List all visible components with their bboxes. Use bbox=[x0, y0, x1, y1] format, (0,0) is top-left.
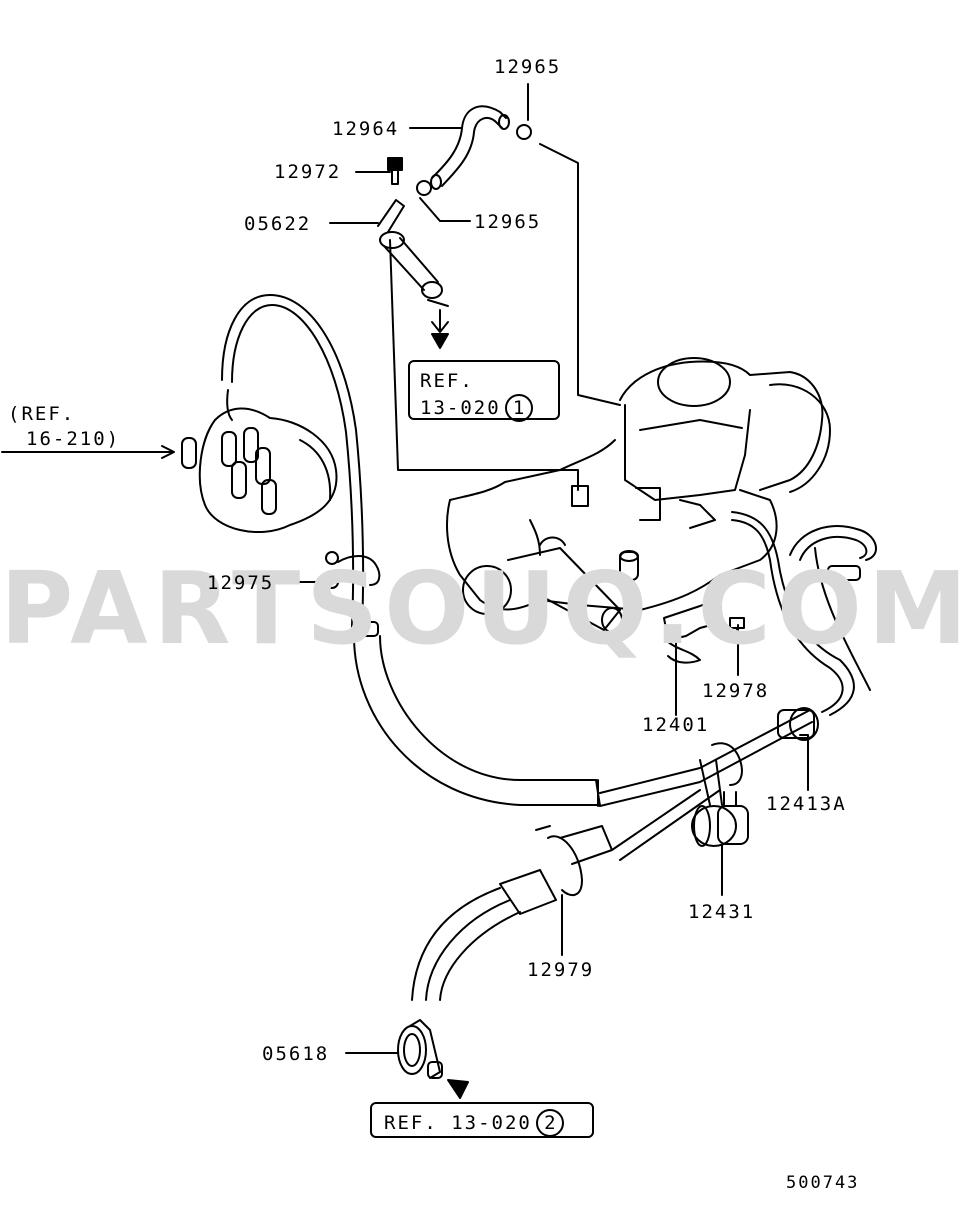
part-label-12413A: 12413A bbox=[766, 793, 847, 815]
ref-circle-1: 1 bbox=[504, 394, 533, 422]
hose-harness-12413A bbox=[699, 511, 877, 806]
hose-12964 bbox=[430, 105, 510, 190]
ref-label-16-210-line1: (REF. bbox=[8, 403, 76, 425]
part-label-12431: 12431 bbox=[688, 901, 756, 923]
part-label-12965-top: 12965 bbox=[494, 56, 562, 78]
ref-circle-2: 2 bbox=[535, 1109, 564, 1137]
part-label-05622: 05622 bbox=[244, 213, 312, 235]
fitting-05618 bbox=[397, 1019, 443, 1079]
carburetor-assembly bbox=[446, 357, 831, 633]
part-label-12401: 12401 bbox=[642, 714, 710, 736]
ref-label-16-210-line2: 16-210) bbox=[26, 428, 121, 450]
distributor bbox=[181, 389, 338, 533]
diagram-code: 500743 bbox=[786, 1173, 860, 1193]
vacuum-hose-long bbox=[221, 294, 813, 807]
valve-12431 bbox=[691, 791, 749, 847]
tube-12979 bbox=[411, 779, 721, 1001]
part-label-12965-lower: 12965 bbox=[474, 211, 542, 233]
part-label-12979: 12979 bbox=[527, 959, 595, 981]
ref-box-1-line1: REF. bbox=[420, 370, 474, 392]
part-label-05618: 05618 bbox=[262, 1043, 330, 1065]
ref-box-2-label: REF. 13-020 bbox=[384, 1112, 532, 1134]
ref-box-1-line2: 13-020 bbox=[420, 397, 501, 419]
part-label-12975: 12975 bbox=[207, 572, 275, 594]
fitting-05622 bbox=[377, 199, 449, 333]
part-label-12978: 12978 bbox=[702, 680, 770, 702]
part-label-12964: 12964 bbox=[332, 118, 400, 140]
part-label-12972: 12972 bbox=[274, 161, 342, 183]
bracket-12401 bbox=[663, 597, 723, 664]
